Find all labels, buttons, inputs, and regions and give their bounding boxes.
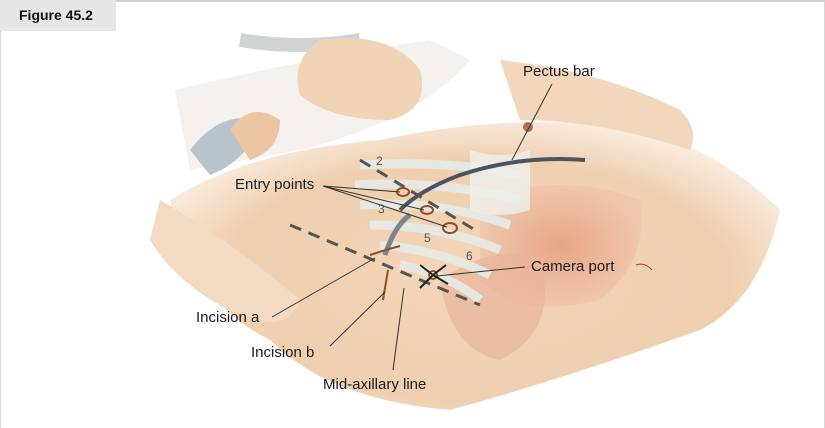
label-pectus-bar: Pectus bar	[523, 63, 595, 80]
camera-port-arrows	[419, 264, 449, 289]
contralateral-marker	[635, 263, 653, 271]
label-incision-a: Incision a	[196, 309, 260, 326]
dashed-line-lower	[289, 223, 481, 307]
label-camera-port: Camera port	[531, 258, 615, 275]
incision-b	[382, 269, 389, 301]
serratus-muscle	[440, 253, 545, 360]
leader-lines	[271, 83, 553, 371]
arm	[150, 200, 300, 323]
rib-number: 3	[378, 202, 385, 216]
head	[297, 38, 422, 120]
rib-number: 2	[376, 154, 383, 168]
rib-number: 6	[466, 249, 473, 263]
label-mid-axillary-line: Mid-axillary line	[323, 376, 427, 393]
figure-label: Figure 45.2	[0, 0, 116, 31]
incision-a	[369, 245, 401, 256]
pectus-bar	[398, 157, 586, 212]
ear	[230, 112, 280, 160]
shoulder	[500, 60, 694, 150]
label-entry-points: Entry points	[235, 176, 315, 193]
label-incision-b: Incision b	[251, 344, 315, 361]
rib-number: 5	[424, 231, 431, 245]
dashed-line-upper	[359, 158, 476, 232]
